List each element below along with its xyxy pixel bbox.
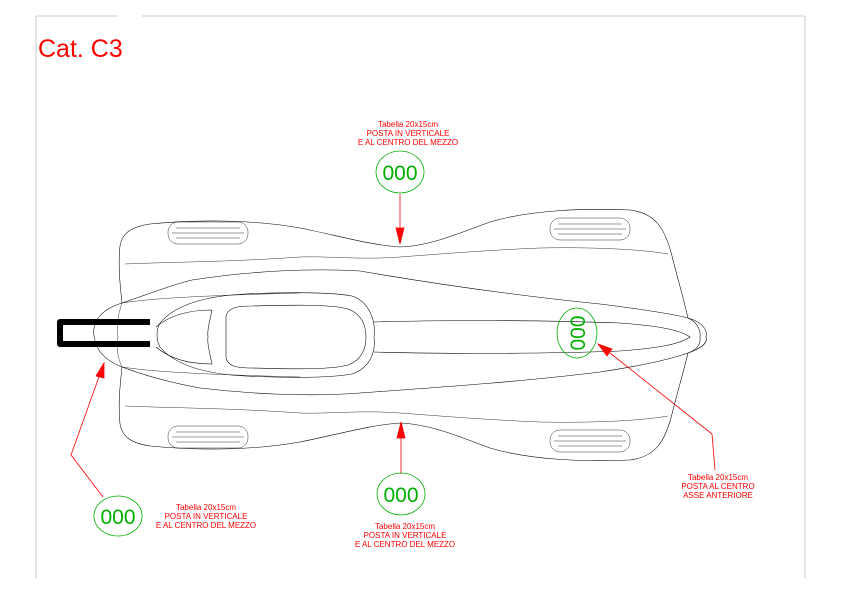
wheel-rear-top bbox=[167, 221, 249, 245]
note-bottom-left: Tabella 20x15cm POSTA IN VERTICALE E AL … bbox=[156, 503, 256, 530]
wheel-front-top bbox=[549, 217, 631, 241]
note-front-axle-line-2: POSTA AL CENTRO bbox=[681, 482, 754, 491]
note-bottom-center: Tabella 20x15cm POSTA IN VERTICALE E AL … bbox=[355, 522, 455, 549]
note-bottom-left-line-2: POSTA IN VERTICALE bbox=[165, 512, 248, 521]
note-top: Tabella 20x15cm POSTA IN VERTICALE E AL … bbox=[358, 120, 458, 147]
note-front-axle-line-1: Tabella 20x15cm bbox=[688, 473, 748, 482]
leader-bottom-center bbox=[396, 421, 406, 474]
note-bottom-left-line-1: Tabella 20x15cm bbox=[176, 503, 236, 512]
wheel-front-bottom bbox=[549, 429, 631, 453]
note-front-axle: Tabella 20x15cm POSTA AL CENTRO ASSE ANT… bbox=[681, 473, 754, 500]
tow-hook bbox=[57, 319, 150, 347]
note-top-line-2: POSTA IN VERTICALE bbox=[367, 129, 450, 138]
note-top-line-1: Tabella 20x15cm bbox=[378, 120, 438, 129]
plate-top-number: 000 bbox=[382, 162, 417, 185]
wheel-rear-bottom bbox=[167, 425, 249, 449]
leader-bottom-left bbox=[70, 361, 105, 498]
note-top-line-3: E AL CENTRO DEL MEZZO bbox=[358, 138, 458, 147]
leader-top bbox=[395, 194, 405, 245]
vehicle-outline bbox=[93, 209, 707, 461]
plate-bottom-left: 000 bbox=[93, 495, 143, 537]
plate-bottom-left-number: 000 bbox=[100, 506, 135, 529]
note-bottom-left-line-3: E AL CENTRO DEL MEZZO bbox=[156, 521, 256, 530]
note-bottom-center-line-1: Tabella 20x15cm bbox=[375, 522, 435, 531]
plate-front-axle: 000 bbox=[556, 307, 598, 359]
plate-bottom-center: 000 bbox=[376, 472, 426, 516]
plate-top: 000 bbox=[375, 150, 425, 194]
plate-front-axle-number: 000 bbox=[567, 315, 590, 350]
category-title: Cat. C3 bbox=[38, 35, 123, 63]
note-bottom-center-line-3: E AL CENTRO DEL MEZZO bbox=[355, 540, 455, 549]
note-front-axle-line-3: ASSE ANTERIORE bbox=[683, 491, 753, 500]
sheet-frame bbox=[35, 15, 806, 578]
note-bottom-center-line-2: POSTA IN VERTICALE bbox=[364, 531, 447, 540]
plate-bottom-center-number: 000 bbox=[383, 484, 418, 507]
leader-front-axle bbox=[596, 343, 716, 471]
